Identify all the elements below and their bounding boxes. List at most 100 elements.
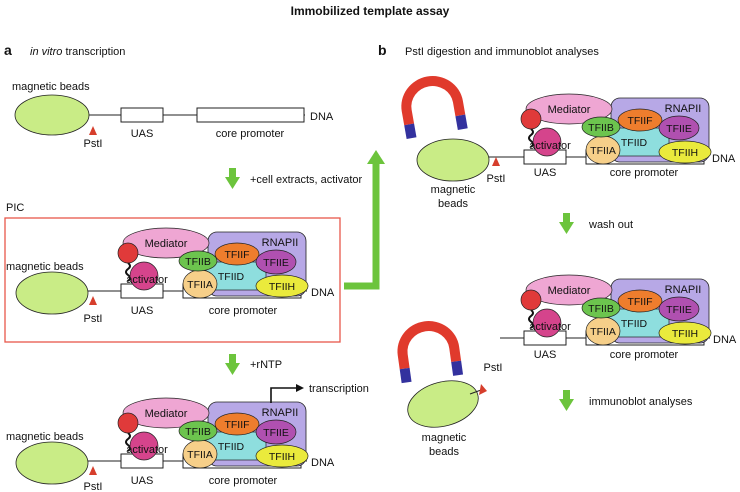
tfiia-label: TFIIA bbox=[187, 279, 213, 291]
figure-title: Immobilized template assay bbox=[291, 4, 450, 18]
core-promoter-box bbox=[196, 107, 305, 123]
panel-b-heading: PstI digestion and immunoblot analyses bbox=[405, 46, 599, 58]
tfiia-label: TFIIA bbox=[590, 145, 616, 157]
tfiih-shape bbox=[658, 321, 712, 345]
core-promoter-label: core promoter bbox=[610, 167, 679, 179]
dna-label: DNA bbox=[713, 334, 737, 346]
down-arrow-icon bbox=[225, 168, 240, 189]
tfiie-label: TFIIE bbox=[263, 257, 289, 269]
up-arrow-icon bbox=[367, 150, 385, 164]
activator-shape bbox=[532, 308, 562, 338]
rnapii-label: RNAPII bbox=[665, 103, 702, 115]
panel-a-heading: in vitro transcription bbox=[30, 46, 125, 58]
magnet-pole bbox=[455, 114, 468, 130]
magnet-pole bbox=[451, 360, 464, 376]
pic-highlight-box bbox=[4, 217, 341, 343]
panel-connector-arrow bbox=[344, 150, 385, 290]
tfiif-label: TFIIF bbox=[224, 249, 249, 261]
step-add-extracts: +cell extracts, activator bbox=[250, 174, 363, 186]
tfiie-label: TFIIE bbox=[666, 123, 692, 135]
activator-label: activator bbox=[529, 321, 571, 333]
dna-label: DNA bbox=[311, 287, 335, 299]
uas-label: UAS bbox=[131, 128, 154, 140]
transcription-indicator: transcription bbox=[270, 383, 369, 403]
activator-label: activator bbox=[126, 444, 168, 456]
psti-site-marker bbox=[89, 466, 97, 475]
rnapii-label: RNAPII bbox=[665, 284, 702, 296]
arrow-right-icon bbox=[296, 384, 304, 392]
activator-domain bbox=[117, 412, 139, 434]
psti-site-marker bbox=[89, 296, 97, 305]
tfiie-shape bbox=[658, 296, 700, 322]
core-promoter-label: core promoter bbox=[209, 305, 278, 317]
transcription-arrow-line bbox=[270, 387, 296, 403]
activator-shape bbox=[129, 431, 159, 461]
psti-site-marker bbox=[89, 126, 97, 135]
connector-line bbox=[344, 162, 380, 290]
activator-label: activator bbox=[126, 274, 168, 286]
dna-label: DNA bbox=[310, 111, 334, 123]
mediator-shape bbox=[525, 93, 613, 125]
beads-label: magnetic beads bbox=[12, 81, 90, 93]
tfiib-label: TFIIB bbox=[588, 303, 614, 315]
beads-label: magnetic beads bbox=[6, 431, 84, 443]
tfiib-shape bbox=[178, 250, 218, 272]
tfiia-label: TFIIA bbox=[187, 449, 213, 461]
tfiie-label: TFIIE bbox=[666, 304, 692, 316]
uas-label: UAS bbox=[131, 475, 154, 487]
uas-label: UAS bbox=[131, 305, 154, 317]
mediator-label: Mediator bbox=[548, 104, 591, 116]
psti-label: PstI bbox=[484, 362, 503, 374]
tfiib-label: TFIIB bbox=[588, 122, 614, 134]
panel-a-heading-rest: transcription bbox=[62, 46, 125, 58]
psti-site-marker bbox=[479, 384, 487, 395]
beads-label-line1: magnetic bbox=[431, 184, 476, 196]
mediator-label: Mediator bbox=[145, 408, 188, 420]
magnet-pole bbox=[399, 367, 412, 384]
tfiih-shape bbox=[658, 140, 712, 164]
step-add-rntp: +rNTP bbox=[250, 359, 282, 371]
magnet-top bbox=[401, 76, 468, 140]
tfiib-shape bbox=[178, 420, 218, 442]
core-promoter-label: core promoter bbox=[216, 128, 285, 140]
activator-domain bbox=[520, 289, 542, 311]
activator-shape bbox=[129, 261, 159, 291]
mediator-label: Mediator bbox=[548, 285, 591, 297]
activator-domain bbox=[117, 242, 139, 264]
uas-box bbox=[120, 107, 164, 123]
tfiid-label: TFIID bbox=[218, 441, 245, 453]
beads-label-line2: beads bbox=[438, 198, 468, 210]
panel-a-heading-italic: in vitro bbox=[30, 46, 62, 58]
activator-shape bbox=[532, 127, 562, 157]
template-construct-1: magnetic beads PstI UAS core promoter DN… bbox=[12, 81, 334, 150]
tfiib-label: TFIIB bbox=[185, 426, 211, 438]
psti-label: PstI bbox=[84, 313, 103, 325]
panel-b-letter: b bbox=[378, 42, 387, 58]
magnet-bottom bbox=[397, 321, 464, 384]
rnapii-label: RNAPII bbox=[262, 407, 299, 419]
psti-label: PstI bbox=[84, 481, 103, 492]
magnet-icon bbox=[401, 76, 466, 126]
tfiif-shape bbox=[617, 289, 663, 313]
dna-label: DNA bbox=[311, 457, 335, 469]
down-arrow-icon bbox=[559, 390, 574, 411]
rnapii-label: RNAPII bbox=[262, 237, 299, 249]
psti-site-marker bbox=[492, 157, 500, 166]
core-promoter-label: core promoter bbox=[209, 475, 278, 487]
tfiif-shape bbox=[214, 412, 260, 436]
tfiih-label: TFIIH bbox=[672, 328, 698, 340]
psti-label: PstI bbox=[487, 173, 506, 185]
template-construct-2: magnetic beads PstI UAS core promoter DN… bbox=[6, 261, 335, 325]
magnetic-bead bbox=[15, 441, 89, 485]
down-arrow-icon bbox=[559, 213, 574, 234]
beads-label-line2: beads bbox=[429, 446, 459, 458]
tfiid-label: TFIID bbox=[621, 318, 648, 330]
activator-domain bbox=[520, 108, 542, 130]
mediator-shape bbox=[525, 274, 613, 306]
panel-a-letter: a bbox=[4, 42, 12, 58]
magnetic-bead bbox=[14, 94, 90, 136]
step-wash-out: wash out bbox=[588, 219, 633, 231]
